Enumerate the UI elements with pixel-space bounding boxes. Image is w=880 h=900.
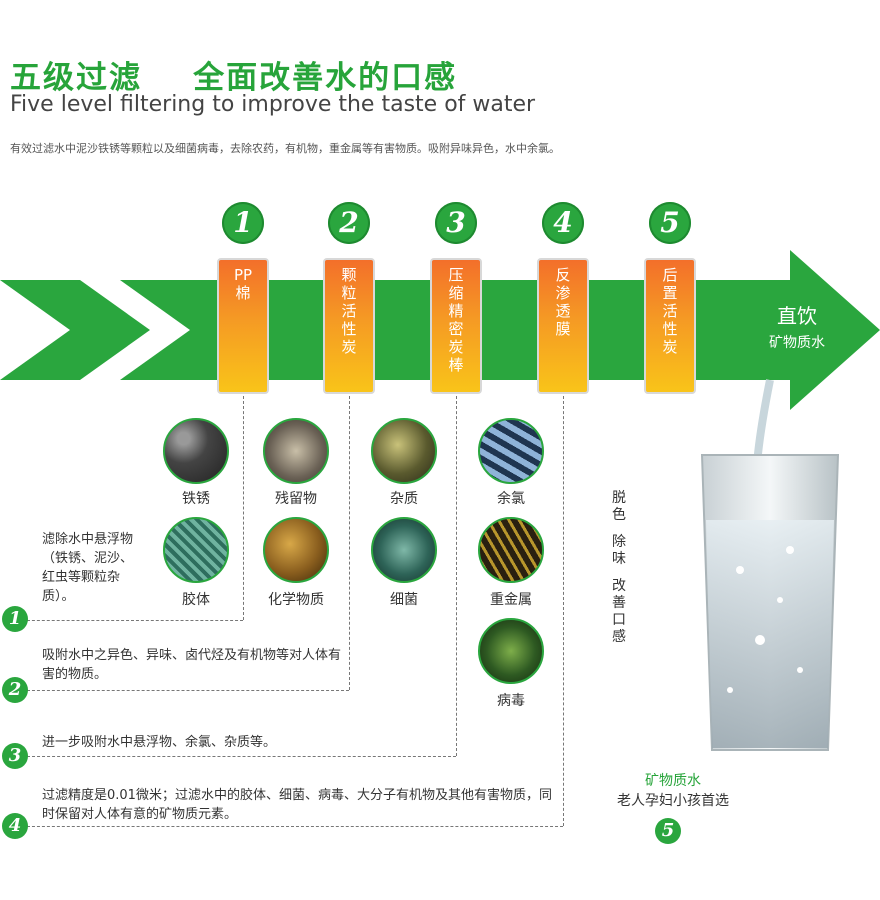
step-number-3: 3 — [435, 202, 477, 244]
step-number-1: 1 — [222, 202, 264, 244]
page-description: 有效过滤水中泥沙铁锈等颗粒以及细菌病毒，去除农药，有机物，重金属等有害物质。吸附… — [10, 142, 560, 155]
step-number-4: 4 — [542, 202, 584, 244]
step-number-5: 5 — [649, 202, 691, 244]
filter-card-block: 压缩精密炭棒 — [430, 258, 482, 394]
note-1-text: 滤除水中悬浮物（铁锈、泥沙、红虫等颗粒杂质）。 — [42, 532, 134, 604]
page-subtitle: Five level filtering to improve the tast… — [10, 92, 536, 117]
page-title: 五级过滤 全面改善水的口感 — [10, 60, 458, 96]
final-subtitle: 老人孕妇小孩首选 — [617, 793, 729, 809]
virus-image — [478, 618, 544, 684]
rust-image — [163, 418, 229, 484]
water-glass-image — [700, 379, 840, 751]
arrow-text-mineral: 矿物质水 — [769, 335, 825, 351]
effect-deodor: 除味 — [612, 534, 626, 567]
note-2-badge: 2 — [2, 677, 28, 703]
impurity-label: 细菌 — [390, 592, 418, 608]
effect-taste: 改善口感 — [612, 578, 626, 645]
left-chevron — [0, 280, 150, 380]
connector-line-1h — [22, 620, 243, 621]
final-badge: 5 — [655, 818, 681, 844]
impurity-image — [371, 418, 437, 484]
residue-image — [263, 418, 329, 484]
connector-line-3h — [22, 756, 456, 757]
arrow-text-direct: 直饮 — [777, 304, 817, 328]
impurity-label: 残留物 — [275, 491, 317, 507]
chemical-image — [263, 517, 329, 583]
note-4-text: 过滤精度是0.01微米；过滤水中的胶体、细菌、病毒、大分子有机物及其他有害物质，… — [42, 788, 552, 822]
heavy-metal-image — [478, 517, 544, 583]
impurity-label: 杂质 — [390, 491, 418, 507]
filter-label: 反渗透膜 — [555, 266, 571, 338]
note-1-badge: 1 — [2, 606, 28, 632]
chlorine-image — [478, 418, 544, 484]
filter-card-pp: PP棉 — [217, 258, 269, 394]
note-3-text: 进一步吸附水中悬浮物、余氯、杂质等。 — [42, 735, 277, 750]
connector-line-1 — [243, 396, 244, 620]
connector-line-2 — [349, 396, 350, 690]
filter-label: 压缩精密炭棒 — [448, 266, 464, 374]
impurity-label: 铁锈 — [182, 491, 210, 507]
filter-card-post: 后置活性炭 — [644, 258, 696, 394]
step-number-2: 2 — [328, 202, 370, 244]
note-3-badge: 3 — [2, 743, 28, 769]
impurity-label: 重金属 — [490, 592, 532, 608]
effect-decolor: 脱色 — [612, 490, 626, 523]
impurity-label: 病毒 — [497, 693, 525, 709]
bacteria-image — [371, 517, 437, 583]
filter-label: 颗粒活性炭 — [341, 266, 357, 356]
filter-card-granular: 颗粒活性炭 — [323, 258, 375, 394]
colloid-image — [163, 517, 229, 583]
filter-label: 后置活性炭 — [662, 266, 678, 356]
note-2-text: 吸附水中之异色、异味、卤代烃及有机物等对人体有害的物质。 — [42, 648, 342, 682]
impurity-label: 化学物质 — [268, 592, 324, 608]
connector-line-2h — [22, 690, 349, 691]
connector-line-4h — [22, 826, 563, 827]
impurity-label: 胶体 — [182, 592, 210, 608]
impurity-label: 余氯 — [497, 491, 525, 507]
filter-label: PP棉 — [233, 266, 253, 302]
final-title: 矿物质水 — [645, 773, 701, 789]
note-4-badge: 4 — [2, 813, 28, 839]
connector-line-3 — [456, 396, 457, 756]
filter-card-ro: 反渗透膜 — [537, 258, 589, 394]
connector-line-4 — [563, 396, 564, 826]
